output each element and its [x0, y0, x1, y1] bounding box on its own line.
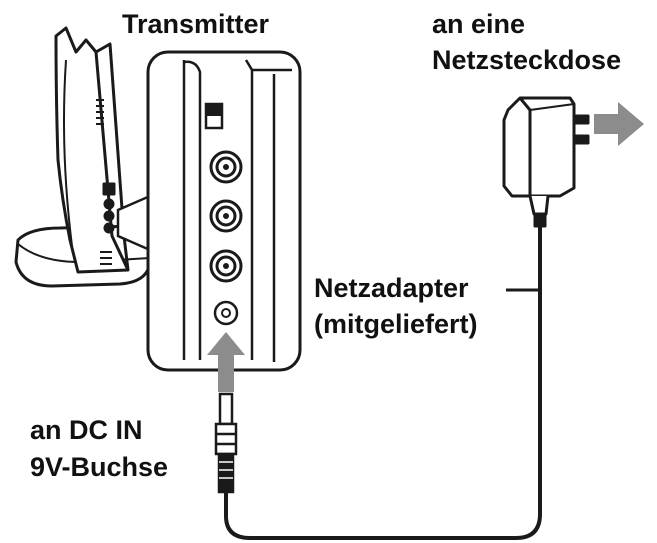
adapter-label-line1: Netzadapter — [314, 273, 469, 303]
transmitter-illustration — [14, 26, 152, 288]
arrow-up-icon — [207, 332, 245, 392]
adapter-label-line2: (mitgeliefert) — [314, 309, 478, 339]
dc-in-label-line1: an DC IN — [30, 415, 143, 445]
adapter-cable — [224, 224, 542, 540]
arrow-right-icon — [594, 102, 644, 146]
dc-in-jack-icon — [213, 300, 239, 326]
rca-jack-icon — [209, 249, 243, 283]
rca-jack-icon — [209, 199, 243, 233]
dc-plug-icon — [214, 392, 238, 494]
transmitter-label: Transmitter — [122, 9, 270, 39]
outlet-label-line1: an eine — [432, 9, 526, 39]
rca-jack-icon — [209, 150, 243, 184]
transmitter-panel-closeup — [146, 50, 302, 372]
switch-icon — [204, 102, 224, 130]
dc-in-label-line2: 9V-Buchse — [30, 452, 169, 482]
ac-adapter-icon — [502, 96, 590, 228]
outlet-label-line2: Netzsteckdose — [432, 45, 622, 75]
